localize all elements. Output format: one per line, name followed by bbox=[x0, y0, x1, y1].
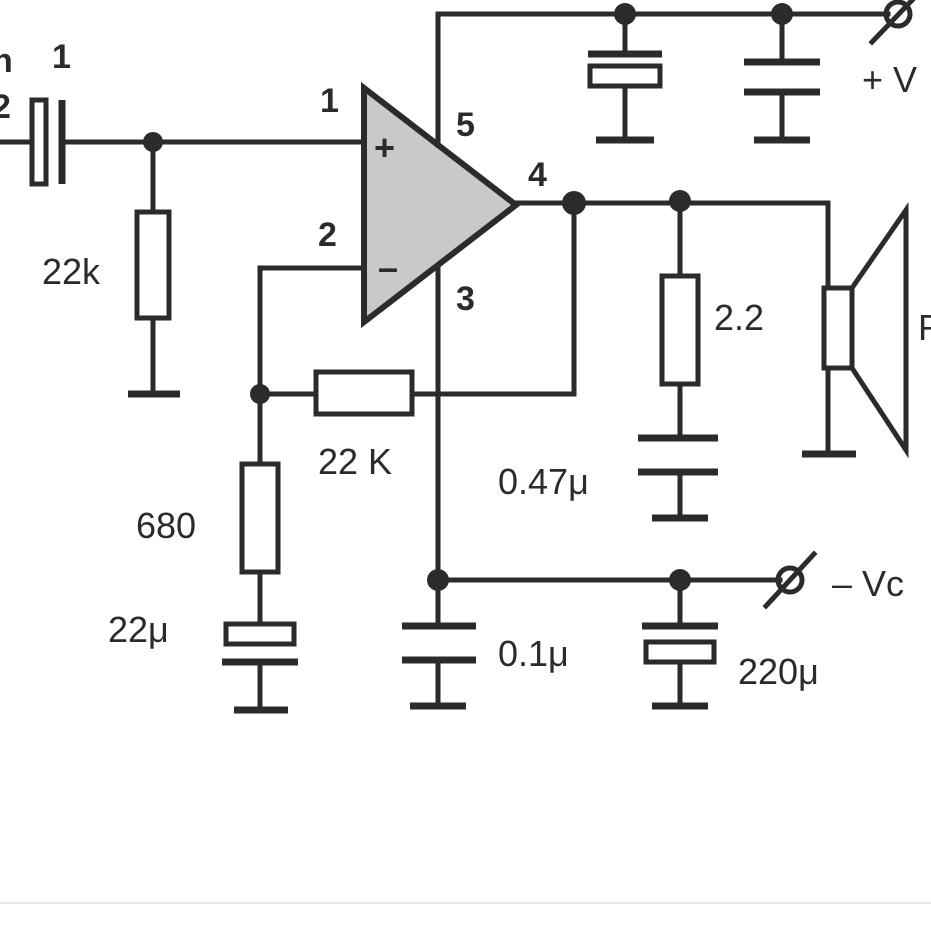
pin-1-label: 1 bbox=[320, 82, 339, 120]
zobel-resistor bbox=[659, 200, 701, 439]
bottom-divider bbox=[0, 902, 931, 904]
label-res-680: 680 bbox=[136, 505, 196, 546]
label-zobel-cap: 0.47μ bbox=[498, 461, 589, 502]
decoupling-cap bbox=[402, 622, 476, 710]
junction-minus-1 bbox=[427, 569, 449, 591]
electrolytic-cap-rail bbox=[587, 11, 663, 144]
minus-sign: – bbox=[378, 247, 398, 288]
pin-2-label: 2 bbox=[318, 216, 337, 254]
label-input-res: 22k bbox=[42, 251, 101, 292]
ceramic-cap-rail bbox=[744, 11, 820, 144]
label-cap-22u: 22μ bbox=[108, 609, 169, 650]
input-edge-label-1: n bbox=[0, 42, 13, 80]
pin-3-label: 3 bbox=[456, 280, 475, 318]
input-cap-label: 1 bbox=[52, 38, 71, 76]
label-minus-vc: – Vc bbox=[832, 563, 904, 604]
junction-output-1 bbox=[562, 191, 586, 215]
label-bulk-cap: 220μ bbox=[738, 651, 819, 692]
pin-4-label: 4 bbox=[528, 156, 547, 194]
label-decoupling-cap: 0.1μ bbox=[498, 633, 569, 674]
input-capacitor bbox=[0, 97, 365, 187]
label-speaker-edge: R bbox=[918, 307, 931, 348]
input-edge-label-2: 2 bbox=[0, 88, 11, 126]
label-feedback-res: 22 K bbox=[318, 441, 392, 482]
bulk-cap bbox=[642, 577, 718, 710]
plus-v-terminal bbox=[868, 0, 916, 46]
zobel-capacitor bbox=[638, 434, 718, 522]
pin-5-label: 5 bbox=[456, 106, 475, 144]
label-zobel-res: 2.2 bbox=[714, 297, 764, 338]
speaker bbox=[802, 200, 909, 459]
plus-sign: + bbox=[374, 127, 395, 168]
capacitor-22u bbox=[222, 621, 298, 714]
minus-v-terminal bbox=[762, 550, 818, 610]
label-plus-v: + V bbox=[862, 59, 917, 100]
input-resistor-22k bbox=[128, 139, 180, 398]
feedback-resistor bbox=[257, 200, 577, 417]
resistor-680 bbox=[239, 461, 281, 627]
